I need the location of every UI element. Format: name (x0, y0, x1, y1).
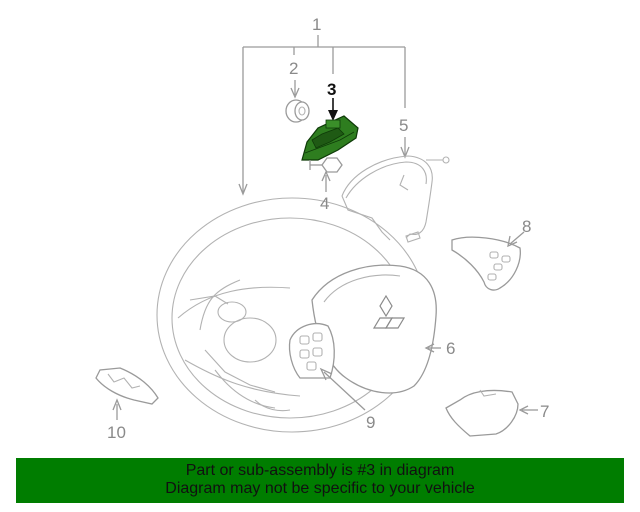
callout-6: 6 (446, 339, 455, 358)
callout-2: 2 (289, 59, 298, 78)
callout-9: 9 (366, 413, 375, 432)
callout-4-leader (321, 170, 331, 192)
callout-5-leader (400, 137, 410, 159)
callout-7: 7 (540, 402, 549, 421)
banner-line-1: Part or sub-assembly is #3 in diagram (185, 462, 455, 479)
part-8-switch (451, 236, 521, 291)
part-4-screw (309, 157, 343, 173)
callout-10-leader (112, 398, 122, 420)
info-banner: Part or sub-assembly is #3 in diagram Di… (16, 458, 624, 503)
part-10-trim (95, 367, 159, 405)
callout-8: 8 (522, 217, 531, 236)
callout-9-leader (319, 367, 366, 411)
callout-3: 3 (327, 80, 336, 99)
part-5-wire-harness (341, 155, 450, 243)
part-9-switch (288, 323, 335, 379)
callout-6-leader (424, 343, 441, 353)
parts-diagram: 1 2 3 4 5 6 7 8 9 10 (95, 15, 549, 442)
part-6-airbag (311, 264, 437, 394)
callout-4: 4 (320, 194, 329, 213)
part-2-clip-nut (285, 99, 310, 123)
callout-3-leader (328, 98, 338, 121)
callout-8-leader (507, 231, 525, 248)
mitsubishi-logo-icon (372, 294, 406, 329)
callout-1: 1 (312, 15, 321, 34)
callout-10: 10 (107, 423, 126, 442)
part-3-switch-bracket (301, 115, 359, 161)
banner-line-2: Diagram may not be specific to your vehi… (165, 480, 475, 497)
callout-2-leader (290, 80, 300, 99)
callout-7-leader (518, 405, 538, 415)
part-7-cover (445, 389, 519, 437)
callout-1-leader (238, 35, 406, 196)
callout-5: 5 (399, 116, 408, 135)
